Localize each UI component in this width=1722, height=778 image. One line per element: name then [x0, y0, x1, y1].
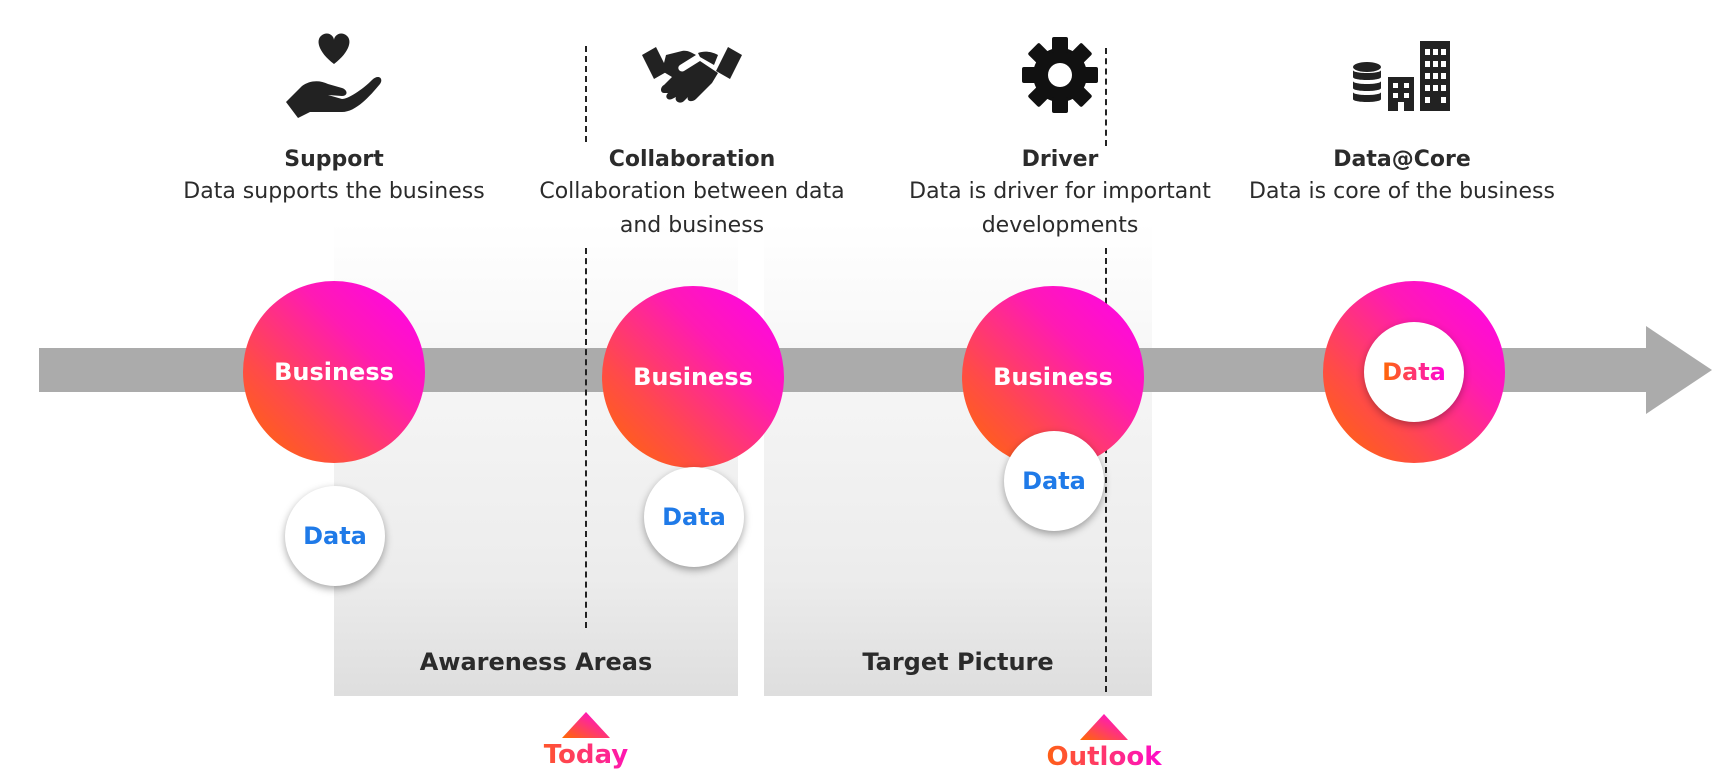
stage-title: Collaboration [608, 147, 776, 172]
outlook-label: Outlook [1034, 742, 1174, 772]
business-label: Business [633, 363, 753, 391]
stage-support: Support Data supports the business [164, 30, 504, 209]
today-dashed-line-top [585, 46, 587, 142]
data-circle-1: Data [285, 486, 385, 586]
today-marker: Today [516, 712, 656, 770]
data-core-label: Data [1382, 358, 1446, 386]
data-label: Data [303, 522, 367, 550]
outlook-marker: Outlook [1034, 714, 1174, 772]
stage-description: Data is driver for important development… [909, 178, 1211, 239]
awareness-areas-label: Awareness Areas [419, 648, 653, 676]
gear-icon [1022, 37, 1098, 113]
outlook-triangle-icon [1080, 714, 1128, 740]
timeline-arrow-head [1646, 326, 1712, 414]
target-picture-label: Target Picture [862, 648, 1054, 676]
outlook-dashed-line-top [1105, 48, 1107, 146]
data-core-circle: Data [1364, 322, 1464, 422]
stage-title: Support [284, 147, 384, 172]
stage-description: Collaboration between data and business [539, 178, 845, 239]
business-circle-1: Business [243, 281, 425, 463]
data-label: Data [662, 503, 726, 531]
stage-description: Data is core of the business [1249, 178, 1555, 204]
business-label: Business [993, 363, 1113, 391]
stage-title: Data@Core [1333, 147, 1471, 172]
stage-driver: Driver Data is driver for important deve… [890, 30, 1230, 244]
today-label: Today [516, 740, 656, 770]
data-circle-2: Data [644, 467, 744, 567]
business-circle-2: Business [602, 286, 784, 468]
today-dashed-line-bottom [585, 248, 587, 628]
business-label: Business [274, 358, 394, 386]
business-circle-4: Data [1323, 281, 1505, 463]
handshake-icon [642, 47, 742, 103]
data-label: Data [1022, 467, 1086, 495]
outlook-dashed-line-bottom [1105, 248, 1107, 692]
stage-data-at-core: Data@Core Data is core of the business [1232, 30, 1572, 209]
stage-title: Driver [1021, 147, 1099, 172]
heart-hand-icon [286, 33, 382, 118]
stage-collaboration: Collaboration Collaboration between data… [522, 30, 862, 244]
stage-description: Data supports the business [183, 178, 485, 204]
today-triangle-icon [562, 712, 610, 738]
database-buildings-icon [1353, 41, 1450, 111]
data-circle-3: Data [1004, 431, 1104, 531]
